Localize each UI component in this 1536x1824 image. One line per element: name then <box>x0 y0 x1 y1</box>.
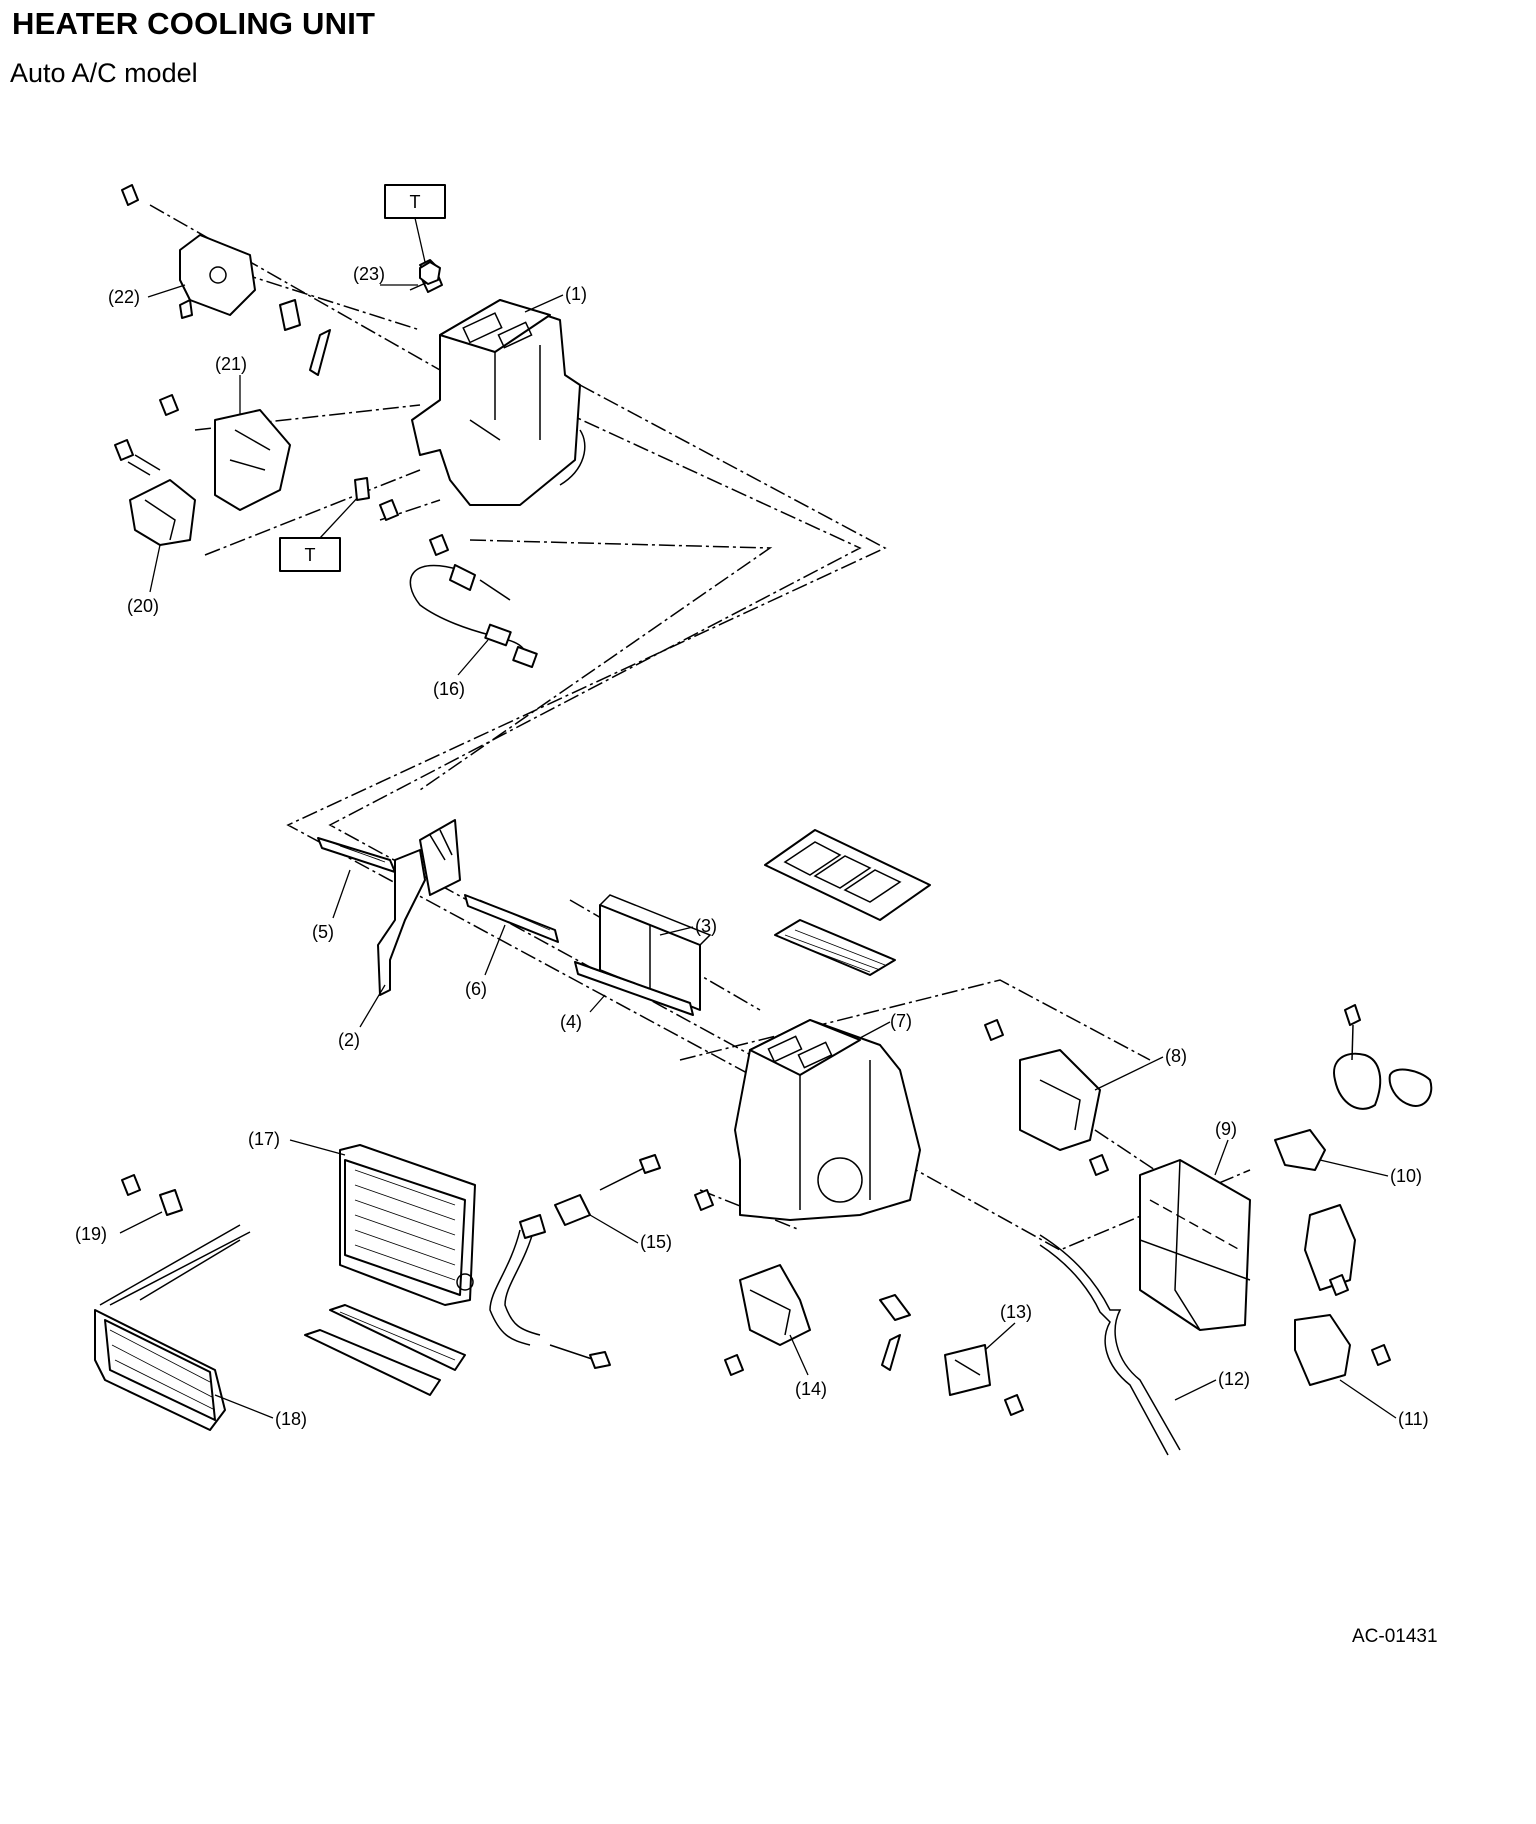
part-20-link <box>114 439 196 546</box>
callout-16-label: (16) <box>433 679 465 699</box>
callout-17: (17) <box>248 1129 346 1156</box>
callout-12-label: (12) <box>1218 1369 1250 1389</box>
callout-20: (20) <box>127 544 161 616</box>
part-11-cover <box>1294 1274 1391 1386</box>
callout-10: (10) <box>1319 1159 1422 1186</box>
callout-9: (9) <box>1214 1119 1237 1176</box>
callout-9-label: (9) <box>1215 1119 1237 1139</box>
callout-5: (5) <box>312 869 351 942</box>
callout-5-label: (5) <box>312 922 334 942</box>
part-19-clamp <box>121 1174 183 1216</box>
part-23-bolt <box>409 259 443 293</box>
part-22-actuator <box>121 184 331 376</box>
part-21-bracket <box>159 394 291 511</box>
part-15-clamp <box>489 1154 661 1369</box>
part-6-door <box>464 894 559 943</box>
page-subtitle: Auto A/C model <box>10 58 198 88</box>
part-4-door <box>574 961 694 1016</box>
callout-7: (7) <box>859 1011 912 1039</box>
callout-22-label: (22) <box>108 287 140 307</box>
part-18-heater-core <box>94 1224 251 1431</box>
part-17-evaporator <box>339 1144 476 1306</box>
callout-14-label: (14) <box>795 1379 827 1399</box>
callout-23: (23) <box>353 264 418 286</box>
callout-21: (21) <box>215 354 247 415</box>
callout-19: (19) <box>75 1211 163 1244</box>
callout-21-label: (21) <box>215 354 247 374</box>
part-5-door <box>317 837 396 873</box>
callout-10-label: (10) <box>1390 1166 1422 1186</box>
callout-6: (6) <box>465 924 506 999</box>
callout-3-label: (3) <box>695 916 717 936</box>
callout-4-label: (4) <box>560 1012 582 1032</box>
part-1-upper-heater-unit <box>411 299 586 506</box>
tightening-box-2: T <box>279 494 361 572</box>
callout-16: (16) <box>433 639 489 699</box>
part-13-actuator <box>879 1294 1024 1416</box>
callout-19-label: (19) <box>75 1224 107 1244</box>
callout-2: (2) <box>338 984 386 1050</box>
tightening-box-2-text: T <box>305 545 316 565</box>
callout-18: (18) <box>214 1394 307 1429</box>
part-12-drain-hose <box>1039 1234 1181 1456</box>
part-2-link-plate <box>377 819 461 996</box>
callout-12: (12) <box>1174 1369 1250 1401</box>
callout-4: (4) <box>560 994 606 1032</box>
callout-18-label: (18) <box>275 1409 307 1429</box>
part-8-bracket <box>984 1019 1109 1176</box>
callout-11-label: (11) <box>1398 1409 1429 1429</box>
callout-11: (11) <box>1339 1379 1429 1429</box>
callout-15: (15) <box>589 1214 672 1252</box>
evaporator-seals <box>304 1304 466 1396</box>
page-title: HEATER COOLING UNIT <box>12 6 376 41</box>
gasket-grid <box>764 829 931 976</box>
callout-6-label: (6) <box>465 979 487 999</box>
tightening-box-1-text: T <box>410 192 421 212</box>
callouts: (1) (2) (3) (4) (5) (6) (7) (8) (9) (10)… <box>75 264 1429 1429</box>
part-14-cover <box>694 1189 811 1376</box>
tightening-box-1: T <box>384 184 446 263</box>
part-9-duct-box <box>1139 1159 1251 1331</box>
callout-15-label: (15) <box>640 1232 672 1252</box>
callout-23-label: (23) <box>353 264 385 284</box>
callout-1: (1) <box>524 284 587 313</box>
callout-8: (8) <box>1094 1046 1187 1091</box>
callout-8-label: (8) <box>1165 1046 1187 1066</box>
callout-7-label: (7) <box>890 1011 912 1031</box>
figure-code: AC-01431 <box>1352 1626 1438 1647</box>
callout-2-label: (2) <box>338 1030 360 1050</box>
part-16-sensor-harness <box>354 477 538 668</box>
callout-13-label: (13) <box>1000 1302 1032 1322</box>
part-10-flap <box>1274 1004 1433 1291</box>
part-7-heater-unit <box>734 1019 921 1221</box>
callout-3: (3) <box>659 916 717 936</box>
part-3-filter <box>599 894 712 1011</box>
callout-13: (13) <box>984 1302 1032 1351</box>
callout-17-label: (17) <box>248 1129 280 1149</box>
callout-22: (22) <box>108 284 186 307</box>
callout-14: (14) <box>789 1334 827 1399</box>
callout-20-label: (20) <box>127 596 159 616</box>
callout-1-label: (1) <box>565 284 587 304</box>
